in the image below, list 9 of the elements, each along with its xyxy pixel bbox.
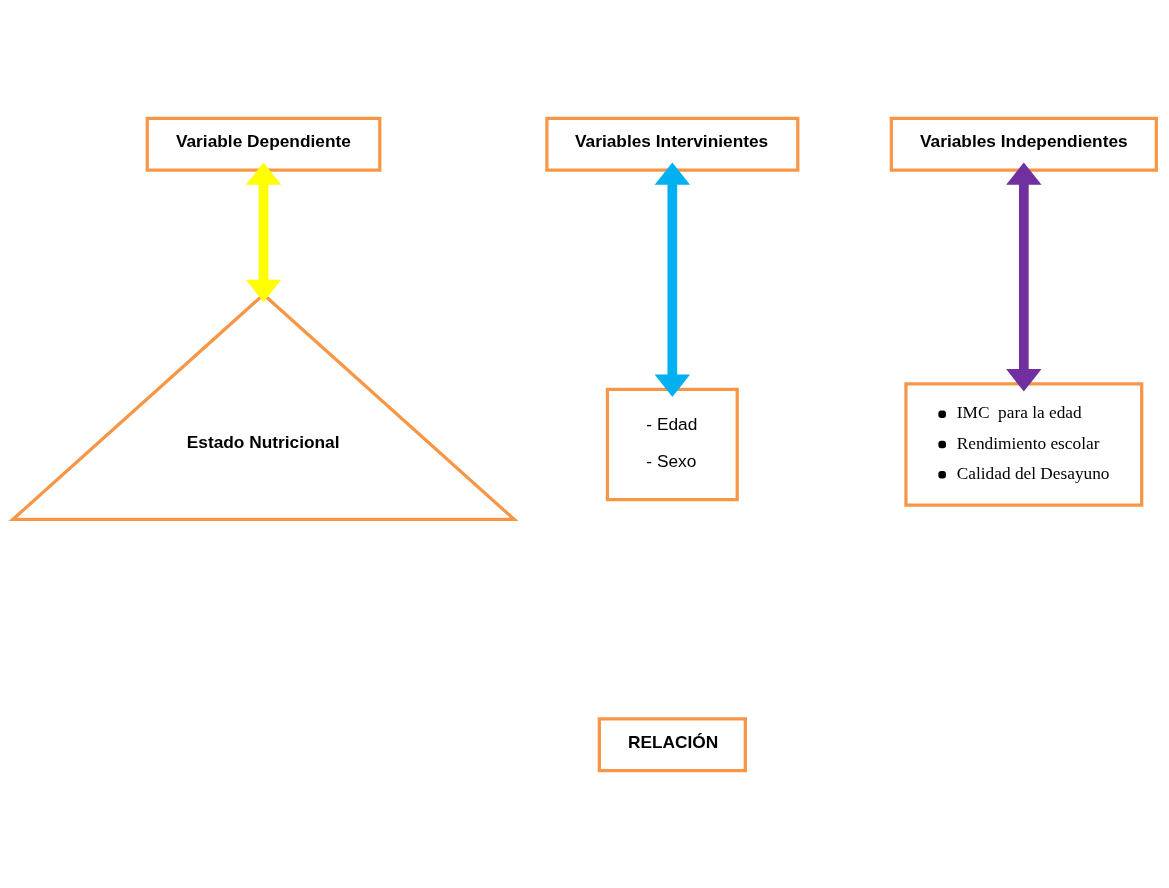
arrow <box>654 161 691 397</box>
node-box: - Edad - Sexo <box>605 387 739 501</box>
arrow <box>245 161 282 302</box>
node-box: Variables Intervinientes <box>545 116 800 172</box>
node-box: RELACIÓN <box>597 716 747 772</box>
node-box: IMC para la edad Rendimiento escolar Calidad del Desayuno <box>904 381 1144 507</box>
arrow <box>1006 161 1042 392</box>
node-box: Variable Dependiente <box>145 116 382 172</box>
node-box: Variables Independientes <box>889 116 1158 172</box>
